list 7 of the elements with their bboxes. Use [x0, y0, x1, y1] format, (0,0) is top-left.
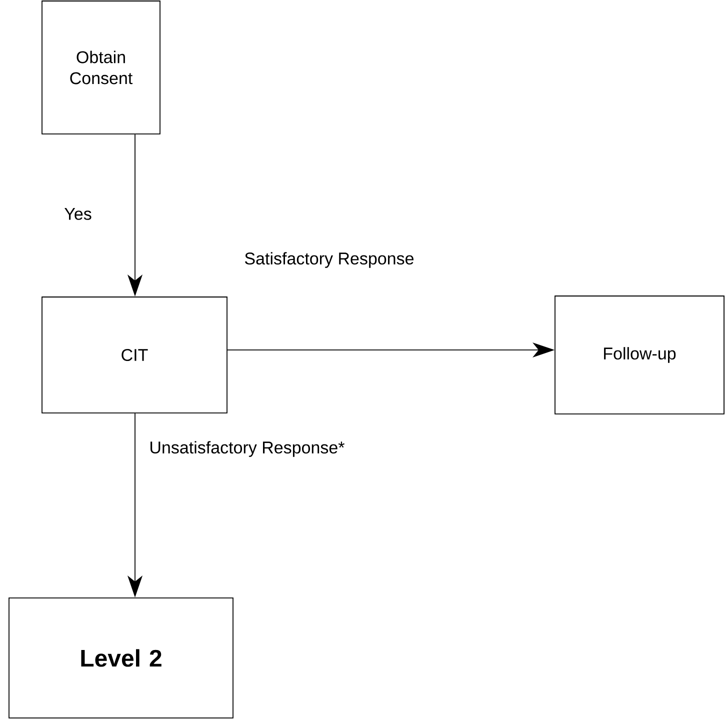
process-box: CIT: [42, 296, 228, 414]
edge-label: Satisfactory Response: [244, 252, 414, 268]
process-box: Obtain Consent: [42, 0, 160, 134]
edge-label: Yes: [64, 208, 92, 220]
process-box: Follow-up: [554, 296, 724, 414]
process-box: Level 2: [8, 598, 234, 718]
edge-label: Unsatisfactory Response*: [150, 441, 344, 457]
